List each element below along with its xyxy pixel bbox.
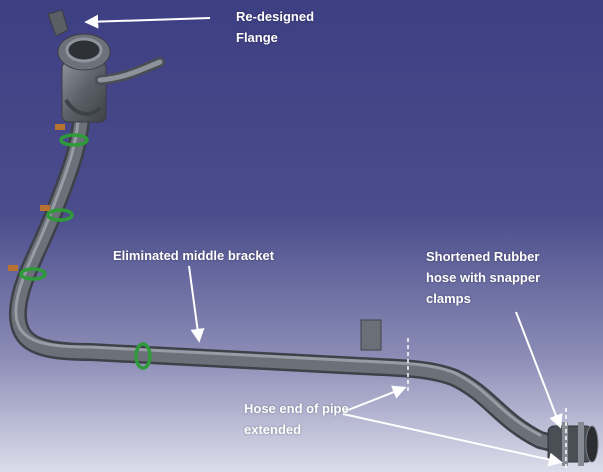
bracket-tab xyxy=(360,319,382,351)
pipe xyxy=(8,91,569,454)
hose-end xyxy=(547,422,599,466)
flange-arrow xyxy=(84,14,211,29)
flange xyxy=(47,9,165,123)
pipe-end-label: Hose end of pipe extended xyxy=(244,401,349,437)
hose-label: Shortened Rubber hose with snapper clamp… xyxy=(426,249,541,306)
pipe-end-arrow-lower xyxy=(342,413,563,467)
clamps xyxy=(8,124,152,370)
bracket-arrow xyxy=(188,265,205,343)
flange-label: Re-designed Flange xyxy=(236,9,315,45)
hose-arrow xyxy=(515,311,563,429)
bracket-label: Eliminated middle bracket xyxy=(113,248,275,263)
pipe-end-arrow-upper xyxy=(342,385,407,413)
